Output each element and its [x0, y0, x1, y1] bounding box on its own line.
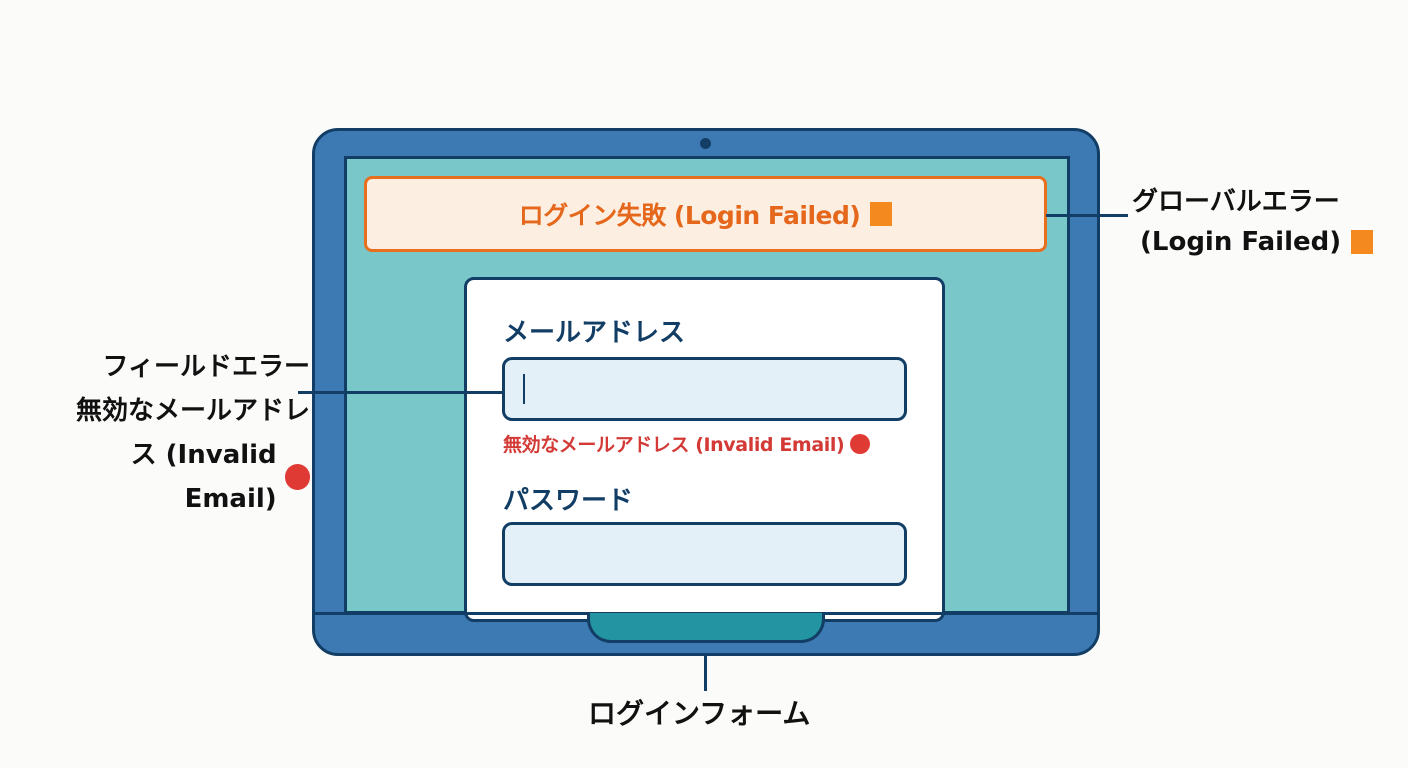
- global-error-annotation-sub: (Login Failed): [1140, 227, 1342, 257]
- email-label: メールアドレス: [503, 318, 686, 348]
- email-error-text: 無効なメールアドレス (Invalid Email): [503, 434, 845, 456]
- field-error-annotation-line2: 無効なメールアドレ: [75, 396, 310, 426]
- global-error-annotation: グローバルエラー (Login Failed): [1132, 182, 1374, 262]
- orange-square-icon: [870, 202, 893, 226]
- field-error-callout-line: [298, 391, 503, 394]
- global-error-text: ログイン失敗 (Login Failed): [518, 201, 861, 230]
- red-dot-icon: [284, 464, 310, 490]
- password-input[interactable]: [502, 522, 907, 586]
- login-form-annotation: ログインフォーム: [588, 697, 811, 730]
- email-field-error: 無効なメールアドレス (Invalid Email): [503, 430, 871, 457]
- red-dot-icon: [850, 433, 871, 454]
- email-input[interactable]: [502, 357, 907, 421]
- login-form-callout-line: [704, 655, 707, 691]
- text-caret: [523, 374, 525, 404]
- global-error-banner: ログイン失敗 (Login Failed): [364, 176, 1047, 252]
- laptop-trackpad: [587, 613, 825, 643]
- field-error-annotation-line3: ス (Invalid Email): [130, 440, 277, 514]
- password-label: パスワード: [503, 486, 634, 516]
- orange-square-icon: [1351, 230, 1374, 254]
- webcam-icon: [700, 138, 711, 149]
- field-error-annotation-title: フィールドエラー: [102, 352, 310, 382]
- global-error-annotation-title: グローバルエラー: [1132, 187, 1340, 217]
- global-error-callout-line: [1046, 214, 1128, 217]
- field-error-annotation: フィールドエラー 無効なメールアドレ ス (Invalid Email): [30, 345, 310, 521]
